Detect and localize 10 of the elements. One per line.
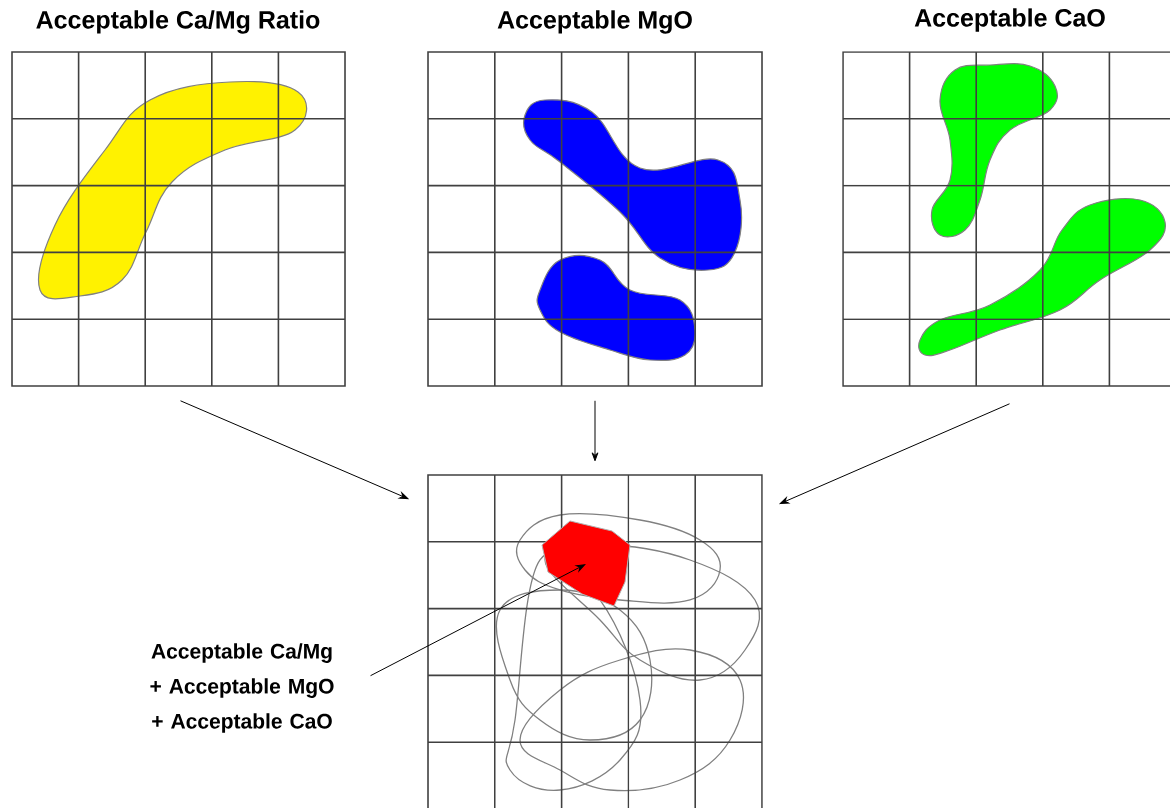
region-label: Acceptable Ca/Mg + Acceptable MgO + Acceptable CaO <box>150 643 334 733</box>
arrow <box>180 400 409 500</box>
grid-heading: Acceptable CaO <box>914 8 1105 32</box>
arrow <box>591 400 599 462</box>
arrow <box>779 403 1010 505</box>
leader-line <box>370 564 586 677</box>
grid-heading: Acceptable Ca/Mg Ratio <box>36 10 320 34</box>
grid-heading: Acceptable MgO <box>497 10 692 34</box>
overlap-region <box>541 520 631 607</box>
grid-map-drawing <box>427 474 763 808</box>
